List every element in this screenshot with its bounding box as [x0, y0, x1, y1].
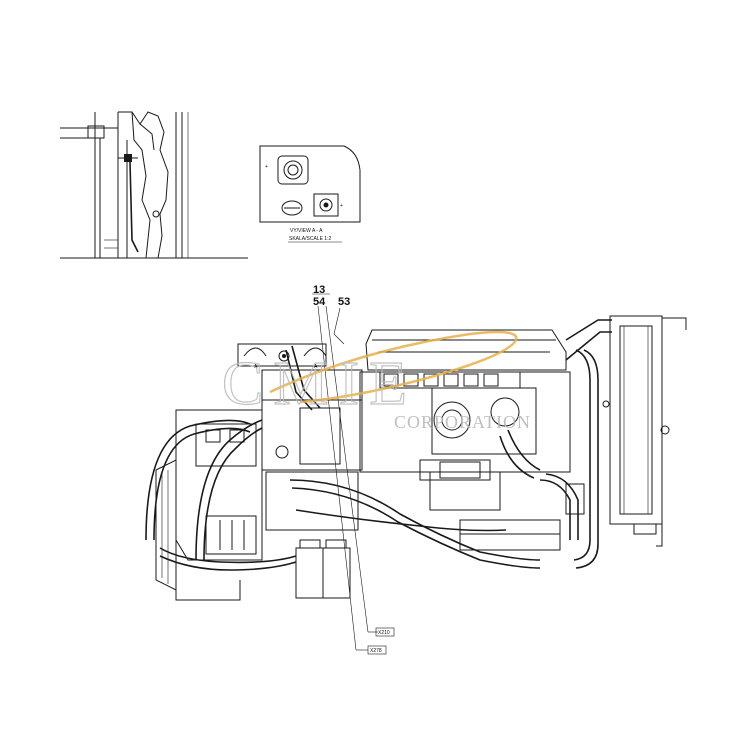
tag-x278-box	[367, 645, 387, 655]
view-tick-left: +	[265, 164, 268, 170]
callout-53: 53	[338, 296, 350, 308]
view-caption-line1: VY/VIEW A - A	[290, 228, 323, 234]
section-detail-left	[60, 111, 248, 259]
connector-tags: X210 X278	[367, 627, 395, 655]
watermark-swoosh	[269, 330, 518, 404]
view-aa-detail: + + VY/VIEW A - A SKALA/SCALE 1:2	[259, 145, 361, 243]
view-caption-line2: SKALA/SCALE 1:2	[289, 236, 331, 242]
tag-x278: X278	[370, 648, 382, 654]
callout-54: 54	[313, 296, 326, 308]
view-tick-right: +	[340, 203, 343, 209]
watermark-brand: CMIE	[222, 350, 417, 418]
callout-labels: 13 54 53	[313, 284, 350, 308]
section-mark-left: A	[254, 364, 258, 370]
section-mark-right: A	[314, 364, 318, 370]
callout-13: 13	[313, 284, 325, 296]
engine-assembly: A A	[155, 315, 687, 601]
tag-x210: X210	[378, 630, 390, 636]
hoses-and-harness	[145, 345, 599, 571]
callout-leaders	[312, 293, 378, 651]
watermark: CMIE CORPORATION	[221, 330, 531, 432]
watermark-subtitle: CORPORATION	[394, 412, 531, 432]
tag-x210-box	[375, 627, 395, 637]
